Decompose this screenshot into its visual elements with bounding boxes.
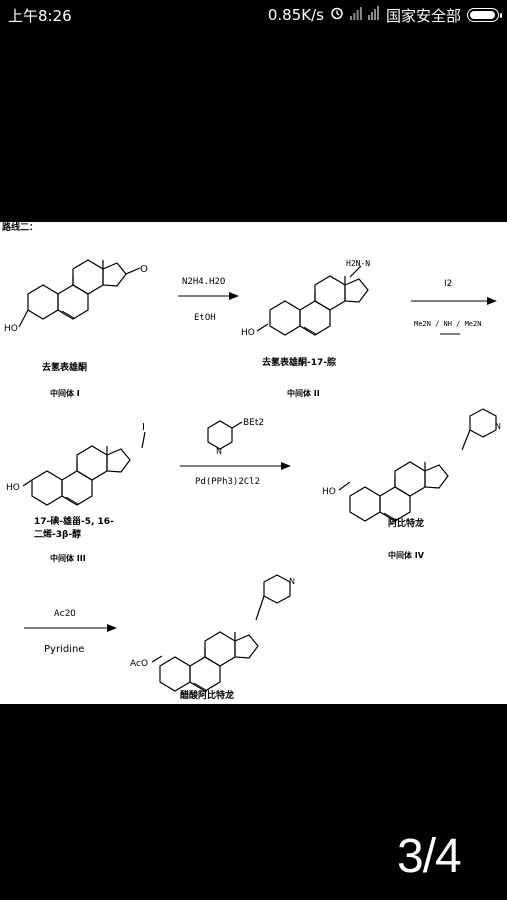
intermediate-2-label: 中间体 II [287,388,320,398]
svg-text:N: N [289,577,295,586]
iododiene-name-1: 17-碘-雄甾-5, 16- [34,515,114,527]
reagent-ethanol: EtOH [194,313,216,323]
battery-icon [467,8,502,22]
iododiene-name-2: 二烯-3β-醇 [34,528,81,540]
abiraterone-acetate-name: 醋酸阿比特龙 [180,689,234,701]
reagent-pyridine: Pyridine [44,644,84,655]
intermediate-3-label: 中间体 III [50,553,86,563]
svg-text:N: N [216,447,222,456]
start-name: 去氢表雄酮 [42,361,87,373]
signal-icon [349,6,362,24]
intermediate-4-label: 中间体 IV [388,550,425,560]
svg-text:H2N-N: H2N-N [346,259,370,268]
abiraterone-name: 阿比特龙 [388,517,424,529]
borane-reagent: N BEt2 [207,418,264,456]
scheme-header: 路线二： [2,222,38,233]
reagent-iodine: I2 [444,279,452,289]
svg-text:HO: HO [241,328,255,338]
compound-hydrazone: H2N-N HO [241,259,370,338]
compound-abiraterone-acetate: N AcO [130,574,295,692]
alarm-icon [330,6,344,24]
reagent-palladium: Pd(PPh3)2Cl2 [195,477,260,487]
svg-text:O: O [140,264,148,275]
reagent-acetic-anhydride: Ac2O [54,609,76,619]
reagent-tmg: Me2N / NH / Me2N [414,320,481,328]
compound-iododiene: I HO [6,422,146,506]
status-time: 上午8:26 [8,6,72,25]
compound-dhea: O HO [4,259,148,334]
battery-fill [470,11,495,19]
svg-text:N: N [495,422,501,431]
svg-text:HO: HO [4,324,18,334]
compound-abiraterone: N HO [322,408,501,522]
sim-icon [367,6,380,24]
document-image[interactable]: 路线二： O HO 去氢表雄酮 中间体 I N2H4.H2O EtOH H2N-… [0,222,507,704]
svg-text:AcO: AcO [130,659,148,669]
reagent-hydrazine: N2H4.H2O [182,277,225,287]
svg-text:I: I [142,422,145,433]
reaction-scheme: 路线二： O HO 去氢表雄酮 中间体 I N2H4.H2O EtOH H2N-… [2,222,501,701]
net-speed: 0.85K/s [267,6,324,24]
carrier-name: 国家安全部 [385,6,461,25]
svg-text:BEt2: BEt2 [243,418,264,428]
page-indicator: 3/4 [397,830,462,883]
svg-text:HO: HO [6,483,20,493]
intermediate-1-label: 中间体 I [50,388,80,398]
status-bar: 上午8:26 0.85K/s 国家安全部 [0,0,507,30]
svg-text:HO: HO [322,487,336,497]
hydrazone-name: 去氢表雄酮-17-腙 [262,356,336,368]
